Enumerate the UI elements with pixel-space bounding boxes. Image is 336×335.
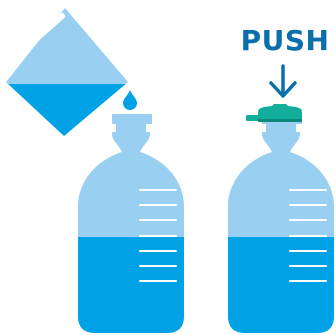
capped-bottle-icon [220,100,336,335]
push-cap-icon [246,104,302,122]
bottle-icon [70,100,200,335]
water-drop-icon [123,90,137,110]
arrow-down-icon [271,66,295,96]
push-label: PUSH [240,26,330,56]
